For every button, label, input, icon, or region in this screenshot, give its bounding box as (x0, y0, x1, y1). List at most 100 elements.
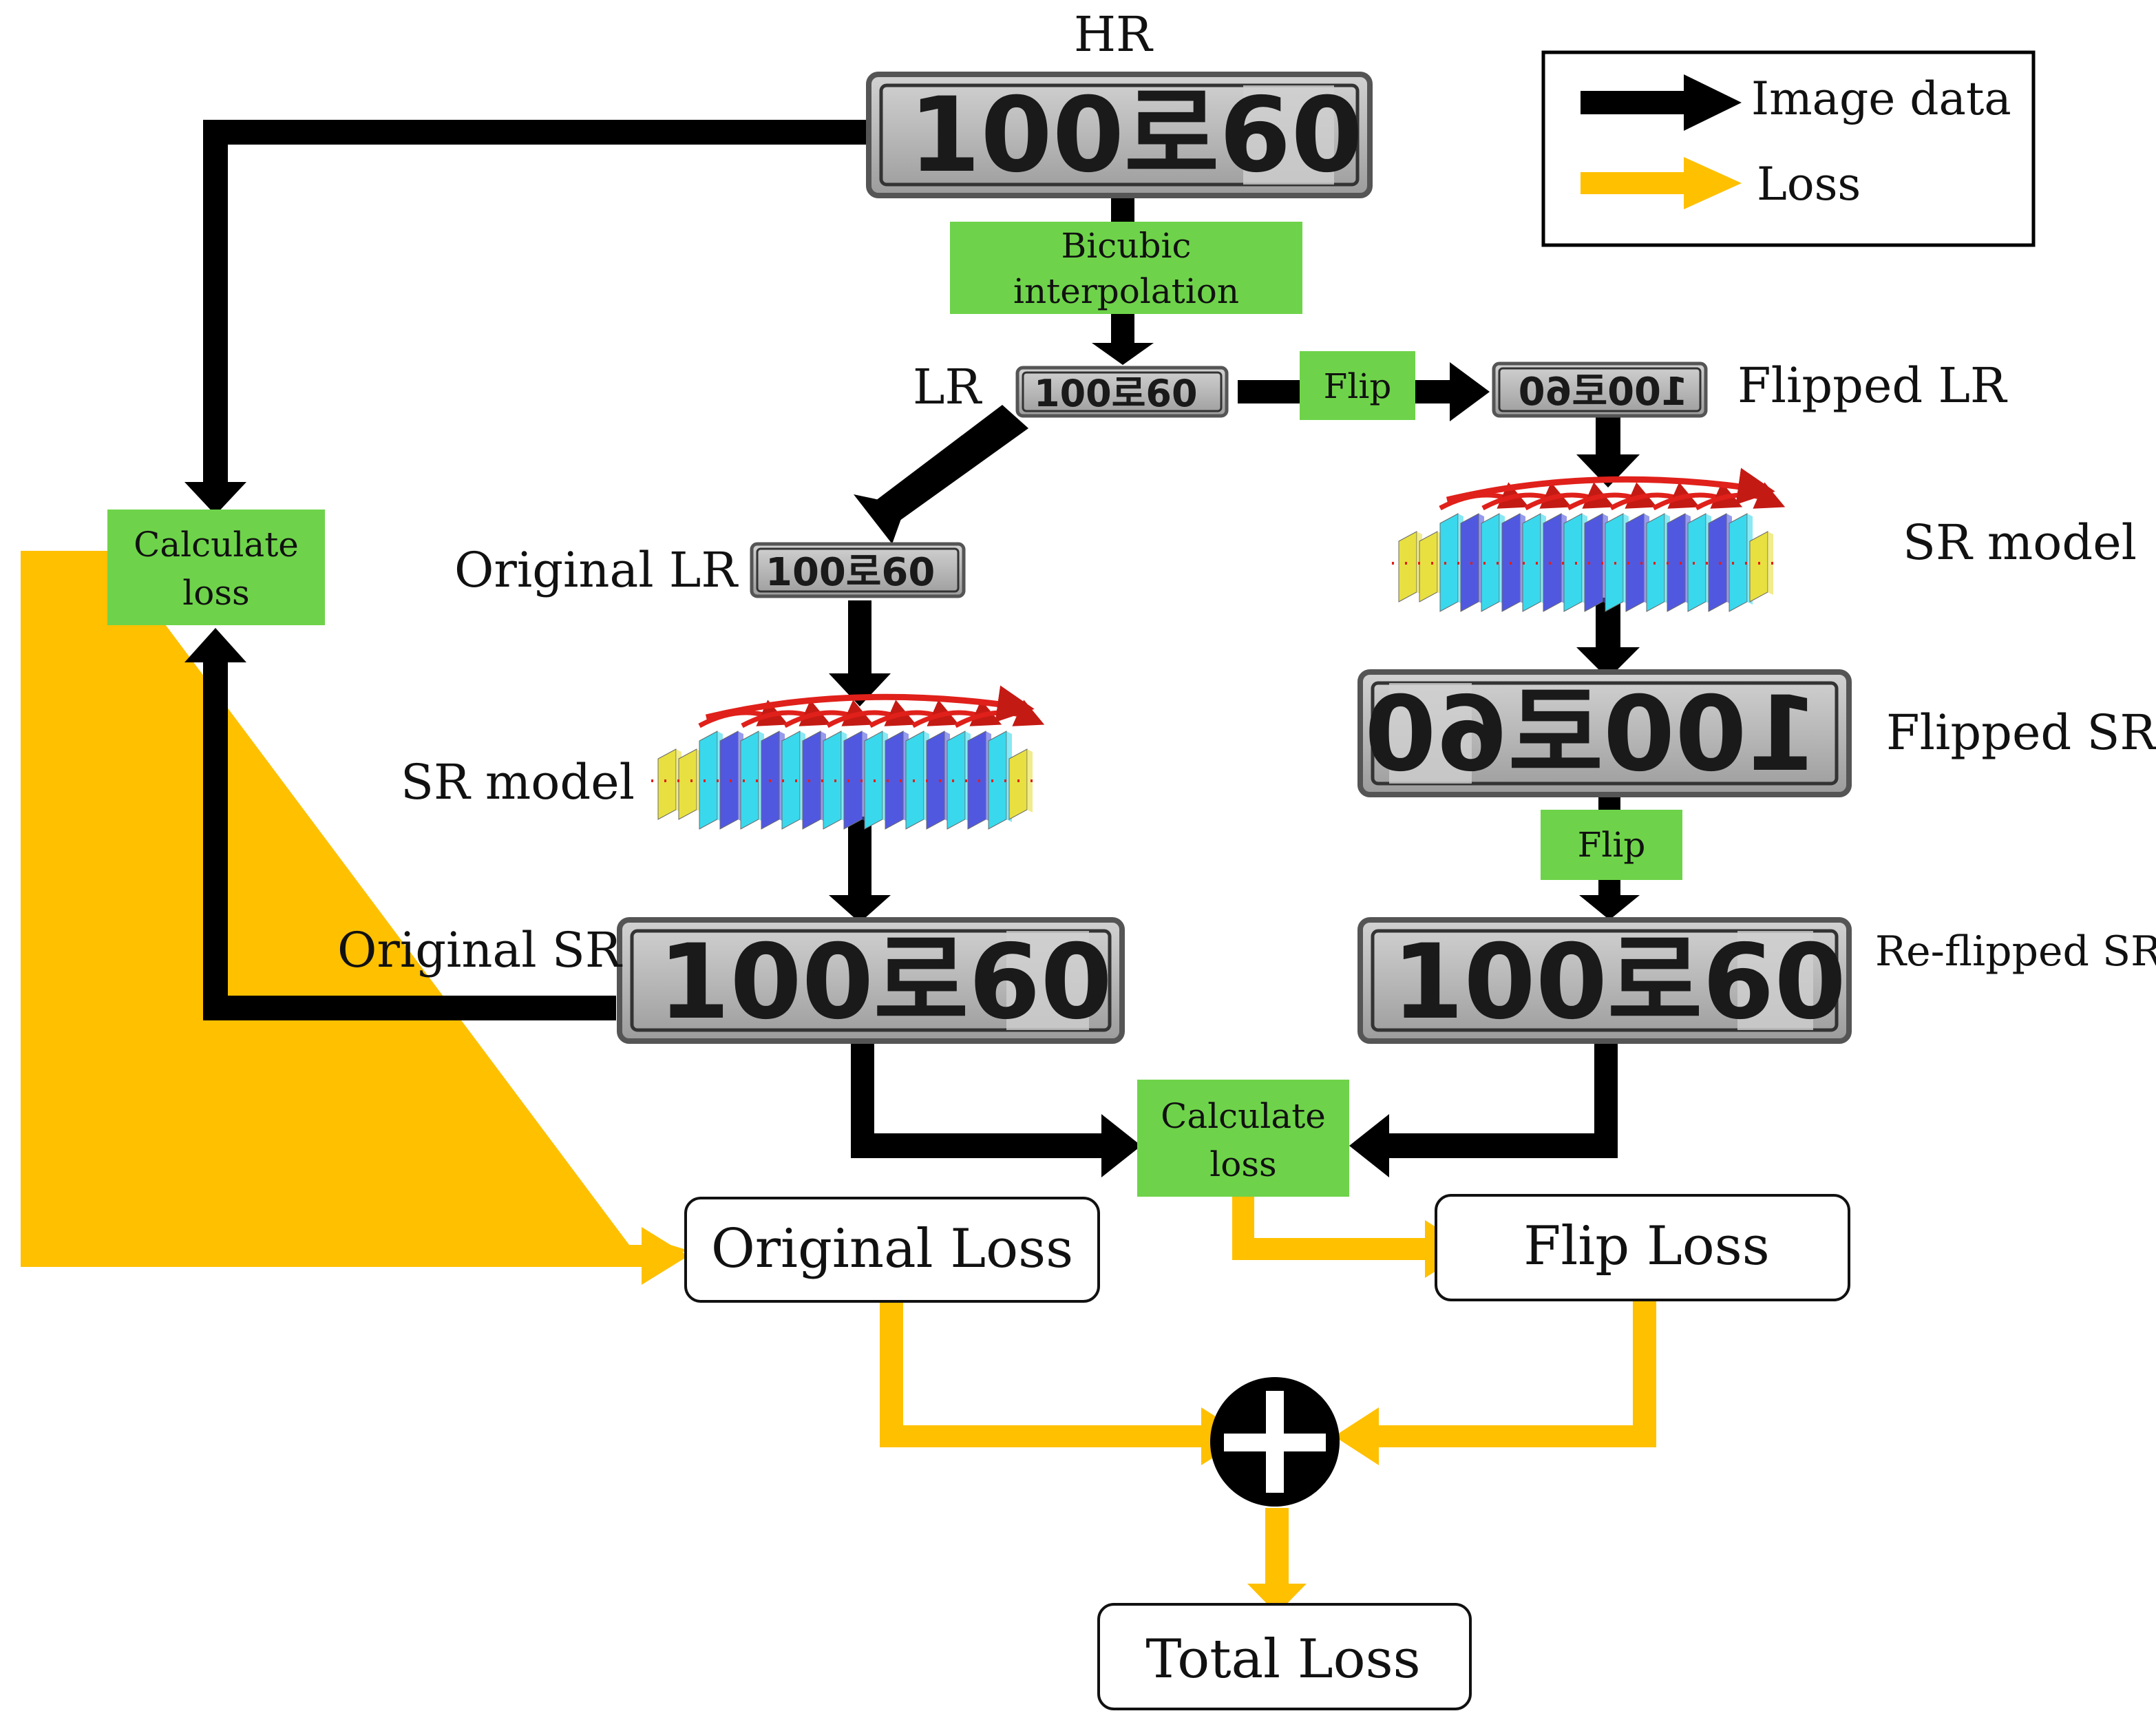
sr-layer-slab (1439, 513, 1459, 612)
sr-layer-slab (1667, 513, 1686, 612)
sr-layer-slab (1398, 531, 1417, 602)
sr-model-left-label: SR model (401, 754, 635, 810)
sr-layer-side (1768, 532, 1773, 595)
total-loss-box: Total Loss (1097, 1603, 1472, 1710)
loss-seg (880, 1301, 903, 1447)
sr-layer-slab (843, 731, 863, 830)
sr-layer-slab (1729, 513, 1748, 612)
labels: HR LR Original LR Flipped LR SR model SR… (337, 6, 2156, 978)
flipped-lr-plate-text: 100로60 (1519, 370, 1688, 415)
img-seg (203, 996, 616, 1020)
original-sr-plate: 100로60 (617, 917, 1125, 1044)
sr-layer-slab (699, 731, 718, 830)
sr-layer-slab (947, 731, 966, 830)
legend-loss-arrowhead (1684, 157, 1742, 209)
legend-loss-shaft (1581, 172, 1691, 194)
sr-layer-slab (988, 731, 1007, 830)
flipped-sr-plate-text: 100로60 (1364, 675, 1819, 795)
loss-arrowhead (1247, 1584, 1307, 1614)
legend-loss-label: Loss (1757, 158, 1861, 211)
process-boxes: Bicubic interpolation Flip Flip Calculat… (107, 222, 1682, 1197)
img-seg (851, 1133, 1112, 1158)
flip-loss-box: Flip Loss (1435, 1194, 1850, 1301)
calculate-loss-mid-box: Calculate loss (1137, 1080, 1349, 1197)
sr-model-left-icon (651, 685, 1045, 830)
calc-mid-line2: loss (1209, 1144, 1276, 1184)
img-seg (1598, 796, 1620, 811)
legend-image-data-label: Image data (1751, 72, 2011, 125)
loss-arrowhead (642, 1227, 688, 1285)
flipped-sr-label: Flipped SR (1886, 704, 2156, 761)
total-loss-label: Total Loss (1145, 1628, 1420, 1690)
loss-arrows (21, 157, 1742, 1614)
sr-layer-slab (1460, 513, 1479, 612)
sr-layer-slab (1008, 748, 1028, 820)
original-loss-box: Original Loss (684, 1197, 1100, 1303)
img-seg (848, 817, 871, 910)
reflipped-sr-label: Re-flipped SR (1875, 927, 2156, 976)
img-arrowhead (184, 628, 246, 662)
original-loss-label: Original Loss (711, 1218, 1073, 1280)
sr-model-right-label: SR model (1903, 514, 2137, 571)
flipped-lr-plate: 100로60 (1492, 361, 1708, 418)
original-lr-plate-text: 100로60 (765, 550, 935, 595)
img-seg (203, 120, 874, 145)
sr-layer-slab (802, 731, 821, 830)
loss-seg (21, 551, 43, 1267)
image-data-arrows (184, 74, 1742, 1177)
loss-arrowhead (1334, 1407, 1379, 1465)
loss-seg (1232, 1238, 1432, 1260)
img-seg (203, 120, 228, 492)
original-sr-plate-text: 100로60 (658, 923, 1112, 1042)
original-sr-label: Original SR (337, 922, 623, 978)
sr-layer-slab (1584, 513, 1603, 612)
sr-layer-slab (678, 748, 697, 820)
bicubic-interpolation-box: Bicubic interpolation (950, 222, 1302, 314)
hr-label: HR (1074, 6, 1154, 63)
img-arrowhead (1092, 343, 1154, 365)
flip-loss-label: Flip Loss (1523, 1215, 1770, 1277)
calculate-loss-left-box: Calculate loss (107, 510, 325, 625)
calc-mid-line1: Calculate (1161, 1096, 1326, 1136)
img-arrowhead (1349, 1114, 1389, 1177)
img-seg (1111, 313, 1134, 347)
sr-layer-slab (1687, 513, 1706, 612)
loss-seg (880, 1425, 1210, 1447)
hr-plate-text: 100로60 (909, 76, 1363, 196)
calc-left-line1: Calculate (134, 525, 299, 565)
original-lr-label: Original LR (454, 542, 739, 598)
img-arrowhead (1101, 1114, 1141, 1177)
sr-layer-side (1027, 749, 1033, 812)
lr-label: LR (913, 359, 982, 415)
loss-seg (1633, 1301, 1656, 1447)
lr-plate-text: 100로60 (1034, 372, 1198, 415)
sr-layer-slab (1419, 531, 1438, 602)
sr-layer-slab (1749, 531, 1768, 602)
loss-seg (1265, 1508, 1289, 1597)
img-arrowhead (1576, 454, 1640, 487)
bicubic-line1: Bicubic (1061, 226, 1192, 266)
original-lr-plate: 100로60 (750, 542, 966, 598)
img-arrowhead (829, 673, 891, 706)
sr-layer-slab (719, 731, 739, 830)
img-seg (1596, 413, 1620, 461)
loss-seg (1370, 1425, 1656, 1447)
sr-layer-slab (926, 731, 945, 830)
plates: 100로60 100로60 100로60 100로60 100로60 (617, 72, 1852, 1044)
img-arrowhead (829, 895, 891, 923)
hr-plate: 100로60 (866, 72, 1373, 198)
sum-plus-icon (1210, 1377, 1340, 1507)
legend-image-shaft (1581, 91, 1691, 114)
sr-layer-slab (1563, 513, 1583, 612)
sr-layer-slab (657, 748, 677, 820)
img-seg (848, 600, 871, 678)
img-arrowhead (184, 482, 246, 515)
flipped-lr-label: Flipped LR (1737, 357, 2008, 414)
calc-left-line2: loss (182, 573, 249, 613)
loss-seg (21, 1245, 647, 1267)
flipped-sr-plate: 100로60 (1357, 669, 1852, 797)
bicubic-line2: interpolation (1013, 271, 1239, 311)
sr-layer-slab (967, 731, 986, 830)
sr-layer-slab (1708, 513, 1727, 612)
